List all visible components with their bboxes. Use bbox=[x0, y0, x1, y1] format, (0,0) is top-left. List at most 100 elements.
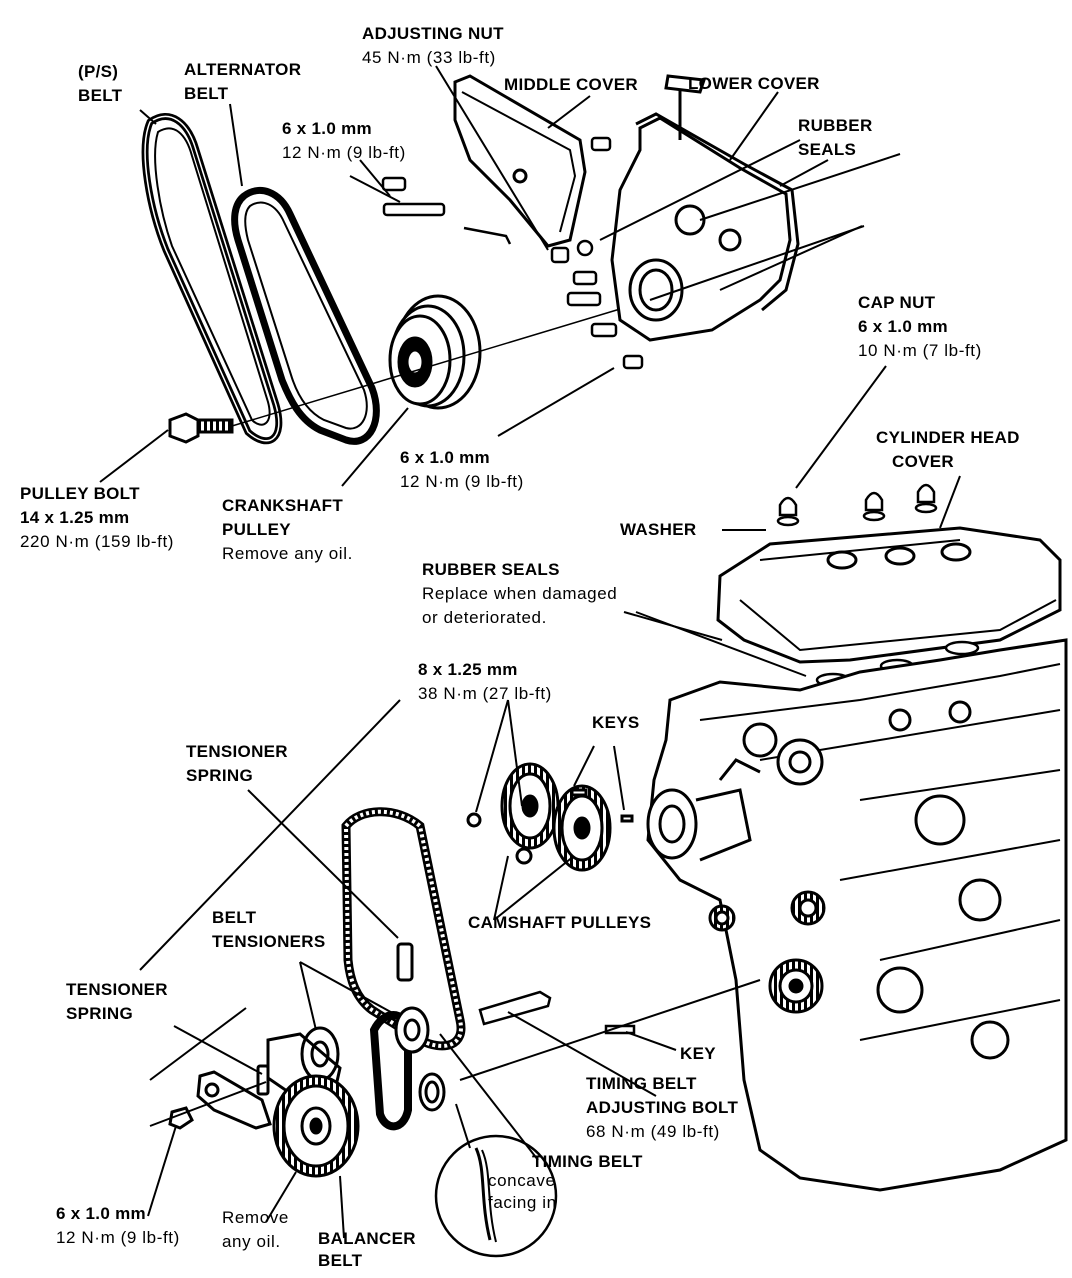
adjusting-nut-spec: 45 N·m (33 lb-ft) bbox=[362, 48, 496, 67]
cap-nut-title: CAP NUT bbox=[858, 293, 936, 312]
balancer-belt bbox=[369, 1011, 412, 1131]
crankshaft-pulley bbox=[388, 294, 482, 410]
rubber-seals-head-note2: or deteriorated. bbox=[422, 608, 547, 627]
crank-axis bbox=[231, 299, 651, 427]
middle-cover-text: MIDDLE COVER bbox=[504, 75, 638, 94]
crankshaft-pulley-label: CRANKSHAFT PULLEY Remove any oil. bbox=[222, 494, 353, 566]
lower-cover bbox=[610, 74, 792, 342]
water-pump bbox=[646, 758, 761, 862]
engine-block bbox=[646, 638, 1068, 1192]
lower-cover-bolt-size: 6 x 1.0 mm bbox=[400, 448, 490, 467]
rubber-seals-top-line1: RUBBER bbox=[798, 116, 873, 135]
rubber-seals-head-title: RUBBER SEALS bbox=[422, 560, 560, 579]
adjusting-bolt bbox=[478, 990, 636, 1035]
tensioner-bracket bbox=[168, 1064, 272, 1130]
pulley-bolt-label: PULLEY BOLT 14 x 1.25 mm 220 N·m (159 lb… bbox=[20, 482, 174, 554]
camshaft-pulleys-text: CAMSHAFT PULLEYS bbox=[468, 913, 652, 932]
tensioner-spring-bottom-line1: TENSIONER bbox=[66, 980, 168, 999]
ps-belt-line1: (P/S) bbox=[78, 62, 119, 81]
balancer-belt-line1: BALANCER bbox=[318, 1229, 416, 1248]
ps-belt-label: (P/S) BELT bbox=[78, 60, 122, 108]
rubber-seals-top-line2: SEALS bbox=[798, 140, 857, 159]
adjusting-nut-label: ADJUSTING NUT 45 N·m (33 lb-ft) bbox=[362, 22, 504, 70]
lower-cover-label: LOWER COVER bbox=[688, 72, 820, 96]
concave-note-label: concave facing in bbox=[488, 1170, 557, 1214]
cylinder-head-cover bbox=[716, 526, 1062, 664]
balancer-belt-line2: BELT bbox=[318, 1251, 363, 1270]
balancer-pulley bbox=[272, 1074, 360, 1178]
cap-nut-size: 6 x 1.0 mm bbox=[858, 317, 948, 336]
tensioner-spring-top-line1: TENSIONER bbox=[186, 742, 288, 761]
cam-bolt-torque: 38 N·m (27 lb-ft) bbox=[418, 684, 552, 703]
cover-bolts bbox=[381, 136, 644, 370]
adjusting-nut-title: ADJUSTING NUT bbox=[362, 24, 504, 43]
key-text: KEY bbox=[680, 1044, 716, 1063]
tensioner-spring-top-label: TENSIONER SPRING bbox=[186, 740, 288, 788]
washer-text: WASHER bbox=[620, 520, 697, 539]
crankshaft-pulley-line1: CRANKSHAFT bbox=[222, 496, 344, 515]
belt-tensioners-label: BELT TENSIONERS bbox=[212, 906, 326, 954]
rubber-seals-head-label: RUBBER SEALS Replace when damaged or det… bbox=[422, 558, 617, 630]
balancer-belt-label: BALANCER BELT bbox=[318, 1228, 416, 1272]
concave-note-line1: concave bbox=[488, 1171, 556, 1190]
alternator-belt bbox=[231, 186, 380, 445]
remove-oil-label: Remove any oil. bbox=[222, 1206, 289, 1254]
alternator-belt-label: ALTERNATOR BELT bbox=[184, 58, 301, 106]
camshaft-pulleys-label: CAMSHAFT PULLEYS bbox=[468, 911, 651, 935]
cap-nuts bbox=[776, 483, 938, 527]
keys-text: KEYS bbox=[592, 713, 640, 732]
ps-belt-line2: BELT bbox=[78, 86, 123, 105]
keys-label: KEYS bbox=[592, 711, 640, 735]
lower-cover-bolt-torque: 12 N·m (9 lb-ft) bbox=[400, 472, 524, 491]
cap-nut-label: CAP NUT 6 x 1.0 mm 10 N·m (7 lb-ft) bbox=[858, 291, 982, 363]
crankshaft-pulley-note: Remove any oil. bbox=[222, 544, 353, 563]
middle-cover bbox=[453, 74, 587, 248]
alternator-belt-line2: BELT bbox=[184, 84, 229, 103]
crankshaft-pulley-line2: PULLEY bbox=[222, 520, 291, 539]
washer-label: WASHER bbox=[620, 518, 696, 542]
belt-tensioners-line2: TENSIONERS bbox=[212, 932, 326, 951]
remove-oil-line1: Remove bbox=[222, 1208, 289, 1227]
remove-oil-line2: any oil. bbox=[222, 1232, 281, 1251]
middle-cover-label: MIDDLE COVER bbox=[504, 73, 638, 97]
cylinder-head-cover-line1: CYLINDER HEAD bbox=[876, 428, 1020, 447]
cover-bolt-torque: 12 N·m (9 lb-ft) bbox=[282, 143, 406, 162]
timing-belt bbox=[341, 807, 466, 1051]
tensioner-bolt-torque: 12 N·m (9 lb-ft) bbox=[56, 1228, 180, 1247]
crank-sprocket-and-washer bbox=[418, 1072, 446, 1112]
cap-nut-torque: 10 N·m (7 lb-ft) bbox=[858, 341, 982, 360]
cylinder-head-cover-line2: COVER bbox=[892, 452, 954, 471]
pulley-bolt-title: PULLEY BOLT bbox=[20, 484, 140, 503]
lower-cover-bolt-label: 6 x 1.0 mm 12 N·m (9 lb-ft) bbox=[400, 446, 524, 494]
cover-bolt-label: 6 x 1.0 mm 12 N·m (9 lb-ft) bbox=[282, 117, 406, 165]
pulley-bolt-size: 14 x 1.25 mm bbox=[20, 508, 130, 527]
ps-belt bbox=[141, 113, 283, 445]
timing-belt-label: TIMING BELT bbox=[532, 1150, 643, 1174]
timing-belt-adjusting-bolt-line1: TIMING BELT bbox=[586, 1074, 697, 1093]
tensioner-spring-top-line2: SPRING bbox=[186, 766, 253, 785]
timing-belt-text: TIMING BELT bbox=[532, 1152, 643, 1171]
camshaft-pulleys bbox=[466, 762, 634, 872]
cylinder-head-cover-label: CYLINDER HEAD COVER bbox=[876, 426, 1020, 474]
concave-note-line2: facing in bbox=[488, 1193, 557, 1212]
rubber-seals-head-note1: Replace when damaged bbox=[422, 584, 618, 603]
pulley-bolt bbox=[168, 412, 234, 444]
cover-bolt-size: 6 x 1.0 mm bbox=[282, 119, 372, 138]
tensioner-bolt-size: 6 x 1.0 mm bbox=[56, 1204, 146, 1223]
timing-belt-adjusting-bolt-torque: 68 N·m (49 lb-ft) bbox=[586, 1122, 720, 1141]
key-label: KEY bbox=[680, 1042, 716, 1066]
pulley-bolt-torque: 220 N·m (159 lb-ft) bbox=[20, 532, 175, 551]
tensioner-spring-bottom-line2: SPRING bbox=[66, 1004, 133, 1023]
lower-cover-text: LOWER COVER bbox=[688, 74, 820, 93]
tensioner-spring-bottom-label: TENSIONER SPRING bbox=[66, 978, 168, 1026]
cam-bolt-label: 8 x 1.25 mm 38 N·m (27 lb-ft) bbox=[418, 658, 552, 706]
leader-lines bbox=[99, 65, 961, 1239]
timing-belt-adjusting-bolt-label: TIMING BELT ADJUSTING BOLT 68 N·m (49 lb… bbox=[586, 1072, 738, 1144]
alternator-belt-line1: ALTERNATOR bbox=[184, 60, 302, 79]
cam-bolt-size: 8 x 1.25 mm bbox=[418, 660, 518, 679]
concave-detail-circle bbox=[434, 1134, 558, 1258]
timing-belt-adjusting-bolt-line2: ADJUSTING BOLT bbox=[586, 1098, 739, 1117]
belt-tensioners-line1: BELT bbox=[212, 908, 257, 927]
